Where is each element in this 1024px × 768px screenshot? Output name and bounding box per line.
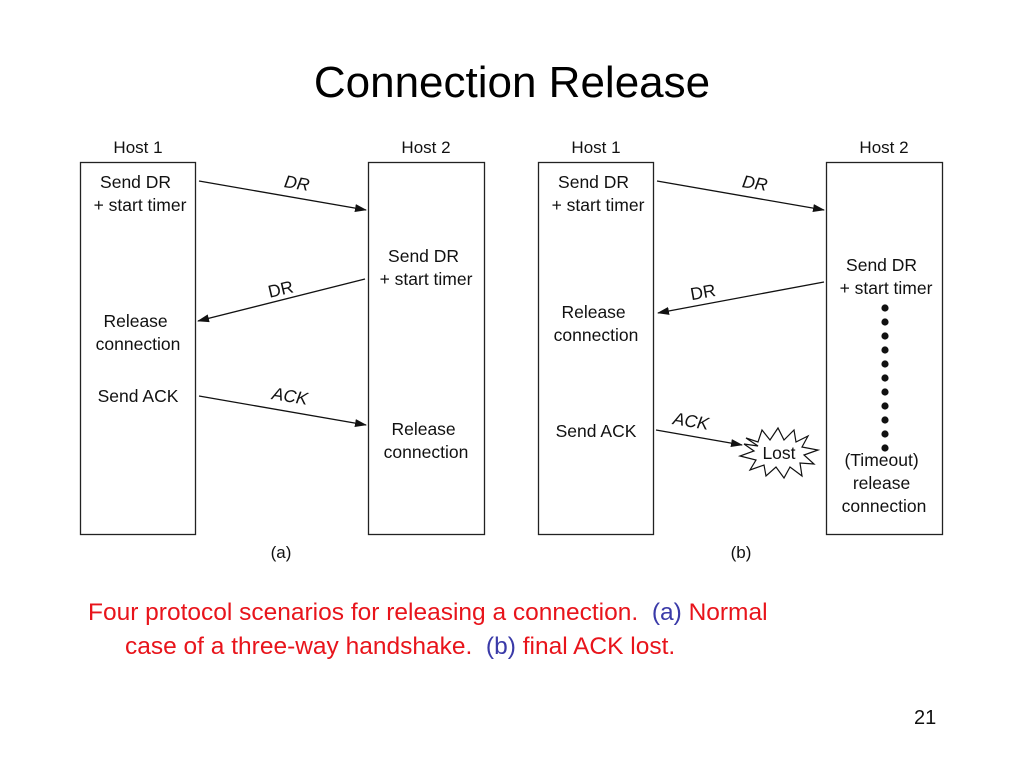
message-arrow-dr-1-a bbox=[198, 180, 367, 213]
caption-tag-a: (a) bbox=[651, 599, 682, 626]
panel-a: Host 1 Host 2 Send DR + start timer Rele… bbox=[79, 138, 486, 562]
host1-event-release-b: Release connection bbox=[554, 302, 639, 345]
panel-b: Host 1 Host 2 Send DR + start timer Rele… bbox=[537, 138, 944, 562]
host1-timeline-b bbox=[537, 161, 655, 536]
host2-timeline-b bbox=[825, 161, 944, 536]
host1-event-release-a: Release connection bbox=[96, 311, 181, 354]
message-label-ack-a: ACK bbox=[270, 383, 311, 409]
timer-dot bbox=[881, 430, 889, 438]
timer-dot bbox=[881, 318, 889, 326]
host2-event-send-dr-a: Send DR + start timer bbox=[380, 246, 473, 289]
lost-starburst-icon bbox=[737, 426, 821, 480]
panel-label-b: (b) bbox=[731, 543, 752, 562]
timer-dot bbox=[881, 346, 889, 354]
caption-text-3: case of a three-way handshake. bbox=[125, 633, 473, 660]
host2-event-timeout-release-b: (Timeout) release connection bbox=[842, 450, 927, 516]
caption-text-4: final ACK lost. bbox=[522, 633, 676, 660]
timer-dot bbox=[881, 388, 889, 396]
panel-label-a: (a) bbox=[271, 543, 292, 562]
figure-caption: Four protocol scenarios for releasing a … bbox=[88, 596, 948, 664]
host2-label-a: Host 2 bbox=[401, 138, 450, 157]
message-arrow-dr-2-a bbox=[197, 278, 366, 323]
host2-label-b: Host 2 bbox=[859, 138, 908, 157]
host1-event-send-dr-b: Send DR + start timer bbox=[552, 172, 645, 215]
caption-text-2: Normal bbox=[688, 599, 768, 626]
message-arrow-ack-a bbox=[198, 395, 367, 428]
host1-event-send-ack-b: Send ACK bbox=[556, 421, 637, 441]
message-label-ack-b: ACK bbox=[671, 408, 712, 434]
page-number: 21 bbox=[914, 707, 937, 729]
lost-label: Lost bbox=[762, 443, 795, 463]
timer-dots bbox=[881, 304, 889, 452]
host1-event-send-ack-a: Send ACK bbox=[98, 386, 179, 406]
timer-dot bbox=[881, 332, 889, 340]
host1-label-a: Host 1 bbox=[113, 138, 162, 157]
host1-event-send-dr-a: Send DR + start timer bbox=[94, 172, 187, 215]
timer-dot bbox=[881, 416, 889, 424]
message-arrow-dr-2-b bbox=[657, 281, 825, 315]
host2-event-send-dr-b: Send DR + start timer bbox=[840, 255, 933, 298]
timer-dot bbox=[881, 360, 889, 368]
host2-timeline-a bbox=[367, 161, 486, 536]
caption-tag-b: (b) bbox=[485, 633, 516, 660]
message-arrow-dr-1-b bbox=[656, 180, 825, 213]
host2-event-release-a: Release connection bbox=[384, 419, 469, 462]
timer-dot bbox=[881, 304, 889, 312]
host1-timeline-a bbox=[79, 161, 197, 536]
message-label-dr-1-b: DR bbox=[741, 171, 769, 195]
message-arrow-ack-b bbox=[655, 429, 743, 448]
message-label-dr-2-b: DR bbox=[689, 280, 717, 304]
timer-dot bbox=[881, 374, 889, 382]
slide-title: Connection Release bbox=[313, 58, 711, 107]
timer-dot bbox=[881, 402, 889, 410]
host1-label-b: Host 1 bbox=[571, 138, 620, 157]
message-label-dr-1-a: DR bbox=[283, 171, 311, 195]
timer-dot bbox=[881, 444, 889, 452]
caption-text-1: Four protocol scenarios for releasing a … bbox=[88, 599, 639, 626]
